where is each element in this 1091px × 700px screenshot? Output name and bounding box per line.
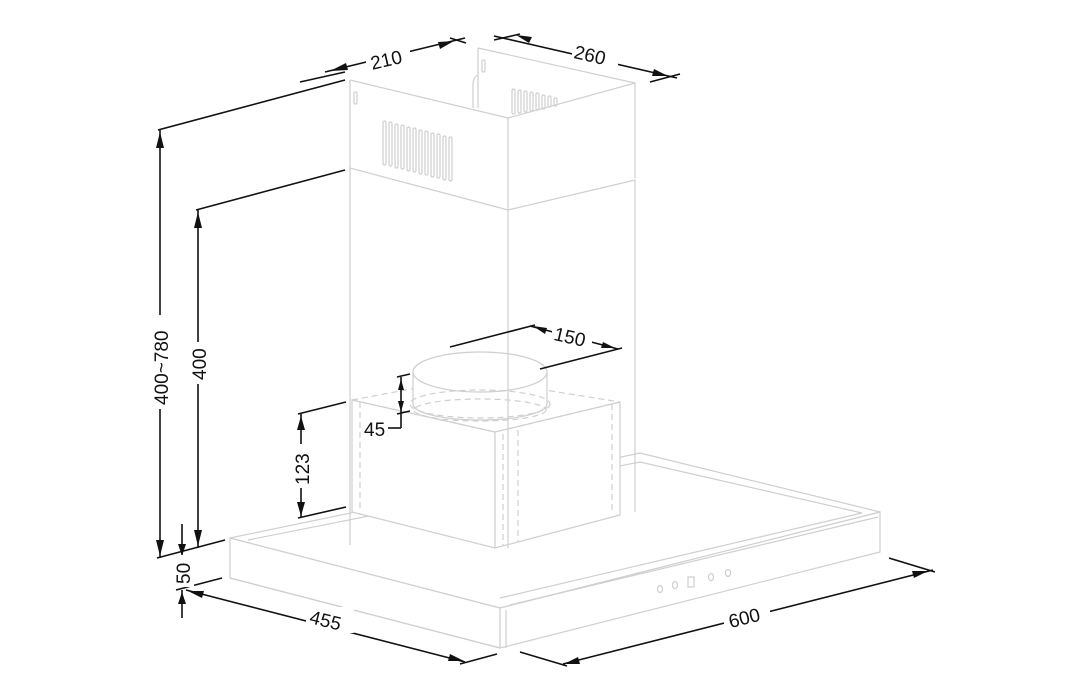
vent-slots [382,120,453,182]
dimension-123: 123 [291,401,347,519]
dim-label-400-780: 400~780 [152,331,173,406]
display-icon [687,576,695,588]
dimension-600: 600 [519,557,936,667]
dim-label-45: 45 [364,420,385,441]
dim-label-50: 50 [174,563,195,584]
dimension-50: 50 [172,524,223,618]
outlet-collar [409,351,551,422]
rear-vent-slots [511,88,558,115]
dimension-455: 455 [185,589,498,665]
dimension-400: 400 [188,169,346,548]
control-button-icon[interactable] [707,572,715,582]
dimension-45: 45 [364,373,411,441]
dimension-260: 260 [493,33,681,83]
dimension-400-780: 400~780 [150,79,346,559]
control-button-icon[interactable] [724,568,732,578]
control-panel [656,568,732,594]
chimney [349,47,636,548]
dim-label-400: 400 [190,348,211,380]
control-button-icon[interactable] [656,584,664,594]
dim-label-123: 123 [293,453,314,485]
motor-box [351,377,621,549]
dimension-210: 210 [299,37,467,83]
control-button-icon[interactable] [671,580,679,590]
